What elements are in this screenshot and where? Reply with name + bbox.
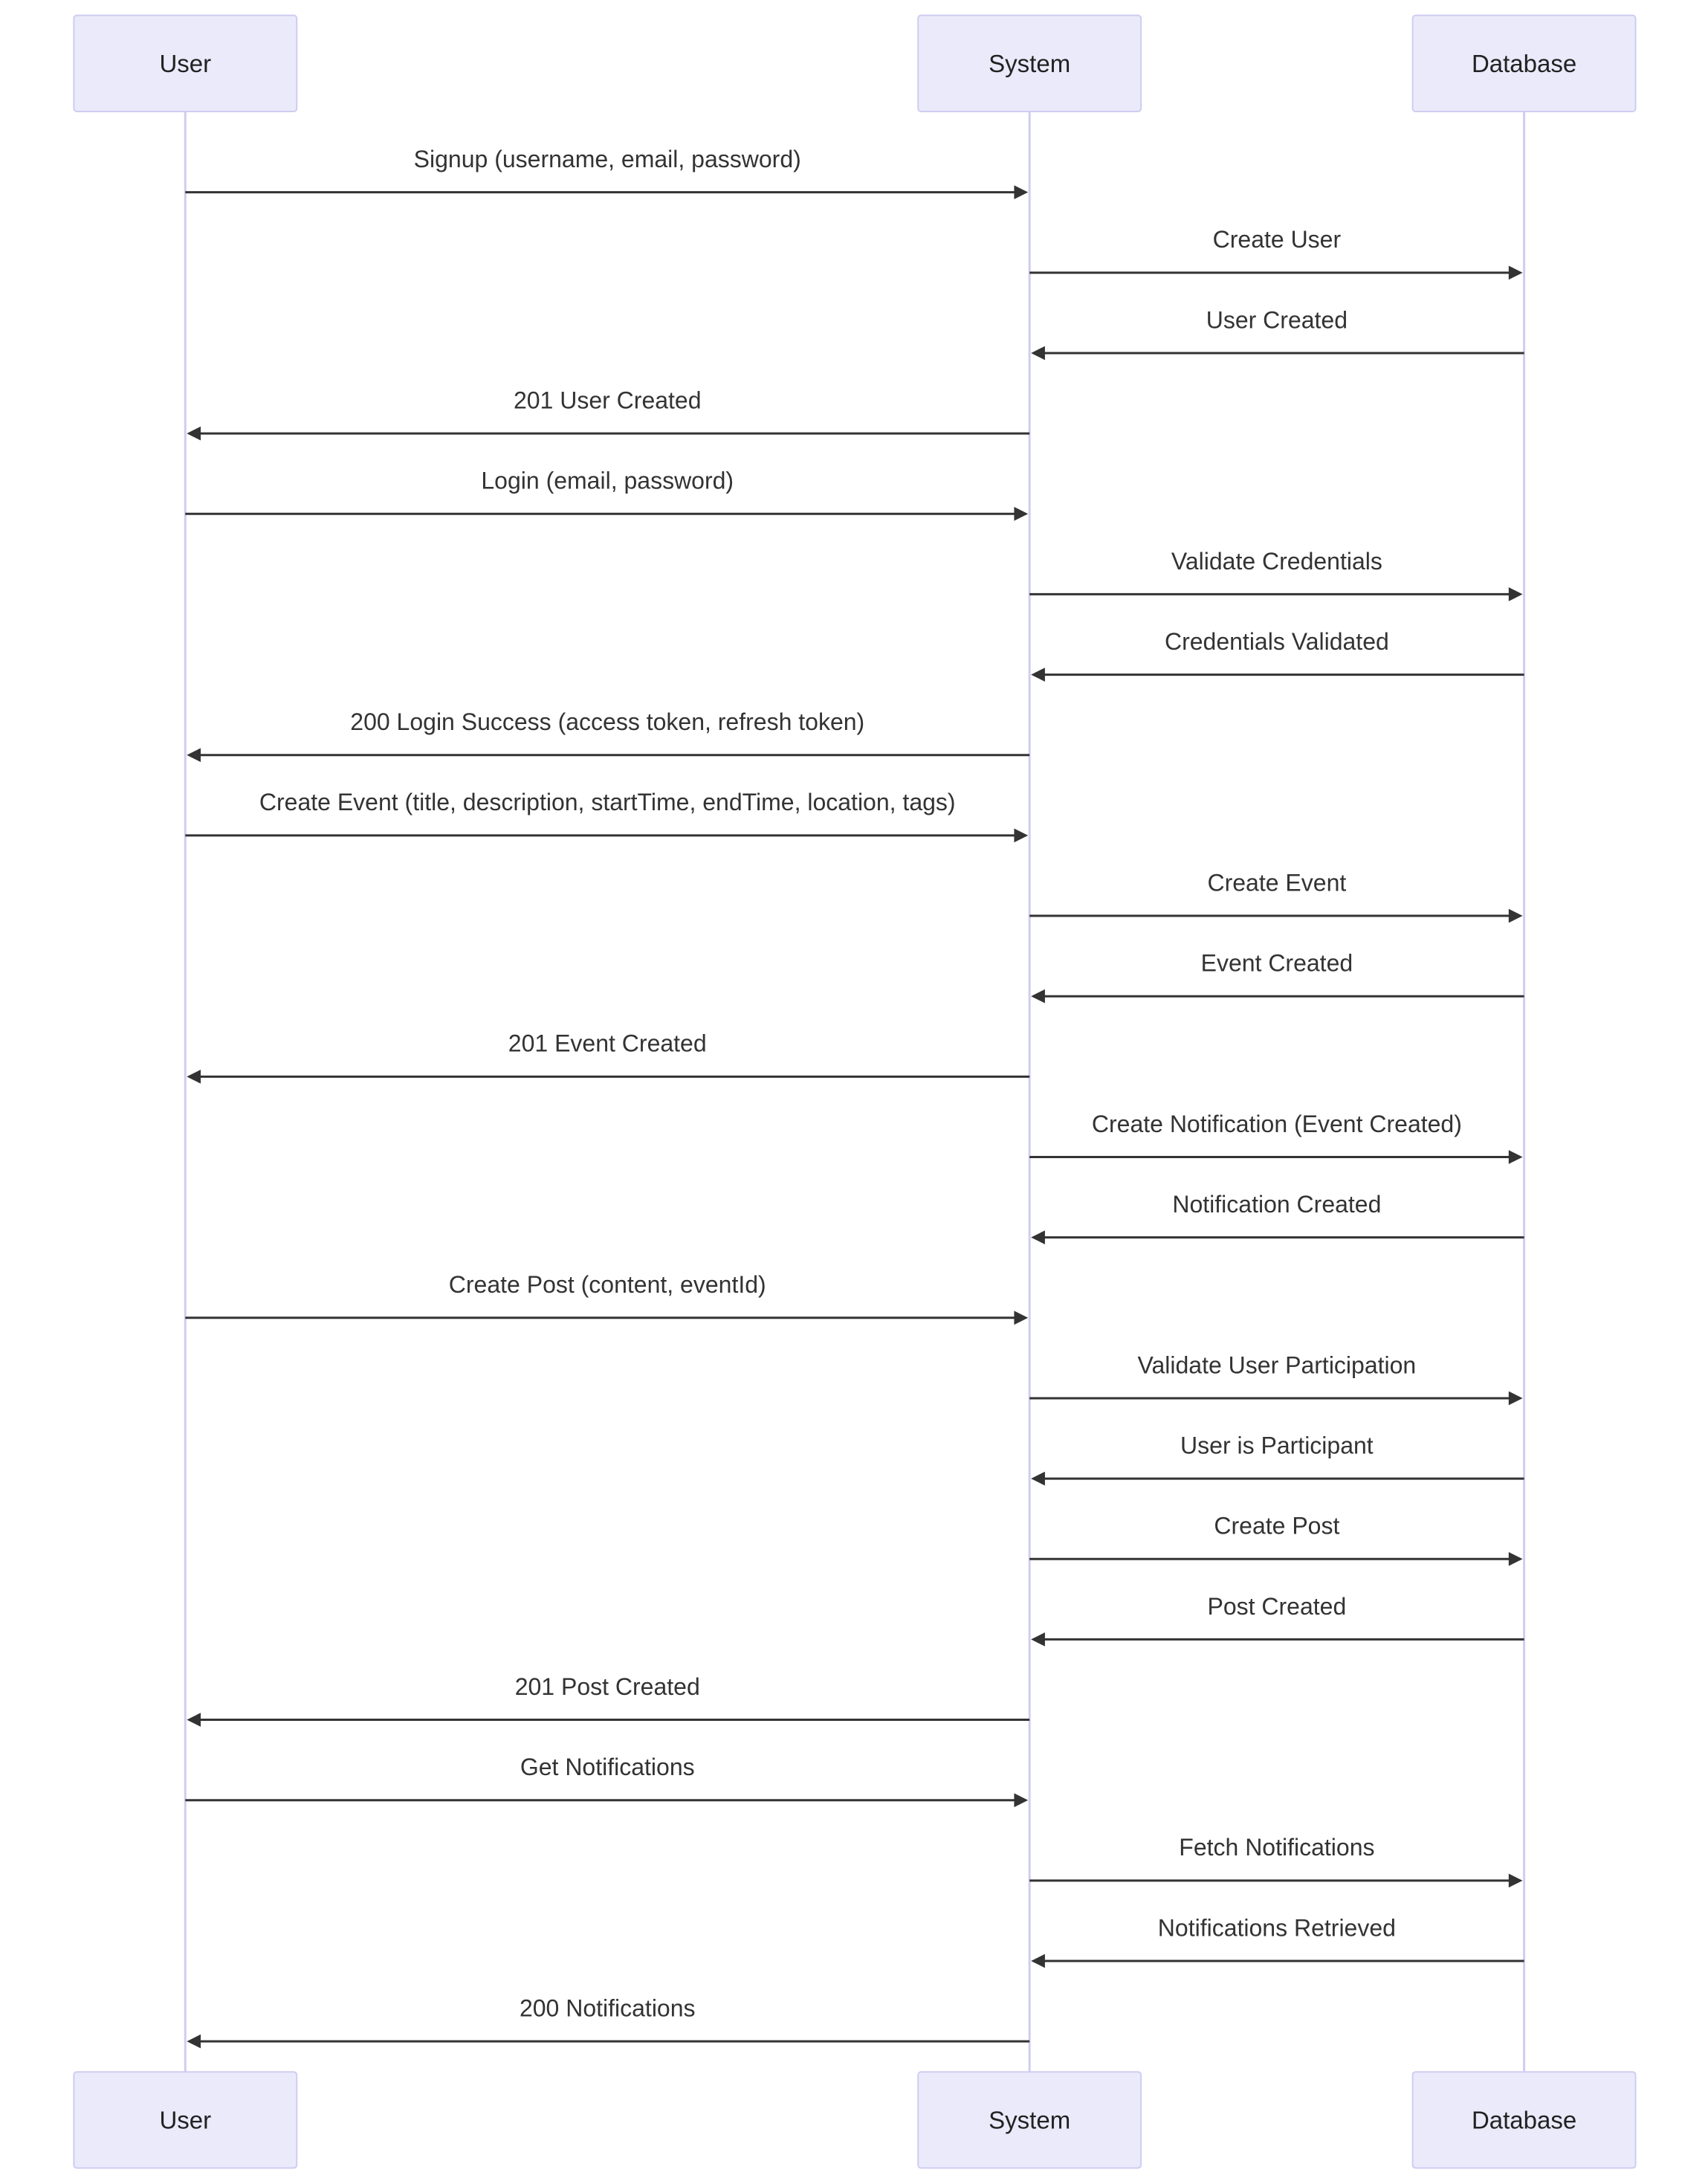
lifelines <box>184 111 1526 2072</box>
message-10: Create Event <box>1029 869 1523 923</box>
message-label: Validate User Participation <box>1138 1351 1417 1378</box>
message-label: Signup (username, email, password) <box>414 146 801 172</box>
actor-system-top: System <box>917 14 1142 112</box>
message-5: Login (email, password) <box>185 468 1029 521</box>
message-12: 201 Event Created <box>187 1030 1030 1084</box>
arrowhead-icon <box>1031 1230 1045 1245</box>
message-label: Notification Created <box>1172 1191 1381 1218</box>
arrowhead-icon <box>1014 1793 1029 1808</box>
message-13: Create Notification (Event Created) <box>1029 1111 1523 1164</box>
actor-label: System <box>989 2106 1070 2133</box>
message-label: User is Participant <box>1180 1432 1374 1458</box>
message-label: Create Event <box>1207 869 1346 896</box>
actor-box <box>73 2071 298 2169</box>
message-label: Login (email, password) <box>481 468 734 494</box>
actor-box <box>73 14 298 112</box>
message-9: Create Event (title, description, startT… <box>185 789 1029 843</box>
messages: Signup (username, email, password) Create… <box>185 146 1524 2049</box>
message-label: 201 Event Created <box>508 1030 707 1057</box>
message-18: Create Post <box>1029 1513 1523 1566</box>
message-15: Create Post (content, eventId) <box>185 1271 1029 1325</box>
arrowhead-icon <box>1031 1632 1045 1647</box>
message-3: User Created <box>1031 306 1524 361</box>
actor-label: User <box>159 2106 211 2133</box>
message-label: Create Notification (Event Created) <box>1092 1111 1462 1137</box>
message-label: Event Created <box>1201 950 1353 977</box>
arrowhead-icon <box>1031 989 1045 1004</box>
message-label: Credentials Validated <box>1165 628 1389 655</box>
message-label: 201 Post Created <box>515 1673 700 1700</box>
arrowhead-icon <box>187 1069 201 1084</box>
message-label: Create Post <box>1214 1513 1339 1539</box>
arrowhead-icon <box>1508 587 1523 601</box>
message-6: Validate Credentials <box>1029 548 1523 601</box>
actor-user-top: User <box>73 14 298 112</box>
actor-box <box>917 2071 1142 2169</box>
message-label: Create Post (content, eventId) <box>449 1271 766 1298</box>
message-19: Post Created <box>1031 1593 1524 1647</box>
message-label: Post Created <box>1207 1593 1346 1620</box>
message-label: 201 User Created <box>514 387 702 413</box>
message-label: 200 Login Success (access token, refresh… <box>350 708 864 735</box>
message-label: 200 Notifications <box>520 1995 696 2022</box>
actor-label: Database <box>1472 50 1576 77</box>
arrowhead-icon <box>187 1713 201 1727</box>
message-14: Notification Created <box>1031 1191 1524 1245</box>
actor-user-bottom: User <box>73 2071 298 2169</box>
arrowhead-icon <box>187 748 201 763</box>
message-label: Create Event (title, description, startT… <box>259 789 956 815</box>
message-label: Notifications Retrieved <box>1158 1914 1396 1941</box>
arrowhead-icon <box>1031 346 1045 361</box>
arrowhead-icon <box>1508 265 1523 280</box>
arrowhead-icon <box>1014 506 1029 521</box>
arrowhead-icon <box>1014 185 1029 200</box>
message-24: 200 Notifications <box>187 1995 1030 2049</box>
actor-label: Database <box>1472 2106 1576 2133</box>
arrowhead-icon <box>1031 668 1045 682</box>
message-label: Validate Credentials <box>1171 548 1382 575</box>
message-label: Get Notifications <box>520 1754 695 1780</box>
arrowhead-icon <box>1014 828 1029 843</box>
arrowhead-icon <box>1014 1311 1029 1325</box>
message-1: Signup (username, email, password) <box>185 146 1029 200</box>
actor-system-bottom: System <box>917 2071 1142 2169</box>
actor-box <box>1411 2071 1637 2169</box>
arrowhead-icon <box>187 426 201 441</box>
message-17: User is Participant <box>1031 1432 1524 1486</box>
arrowhead-icon <box>1031 1954 1045 1968</box>
message-21: Get Notifications <box>185 1754 1029 1808</box>
actor-database-bottom: Database <box>1411 2071 1637 2169</box>
message-4: 201 User Created <box>187 387 1030 441</box>
message-label: Fetch Notifications <box>1179 1834 1374 1861</box>
arrowhead-icon <box>1508 1873 1523 1888</box>
arrowhead-icon <box>1031 1471 1045 1486</box>
message-2: Create User <box>1029 226 1523 280</box>
message-23: Notifications Retrieved <box>1031 1914 1524 1968</box>
message-11: Event Created <box>1031 950 1524 1004</box>
arrowhead-icon <box>1508 1391 1523 1406</box>
arrowhead-icon <box>1508 1150 1523 1164</box>
message-8: 200 Login Success (access token, refresh… <box>187 708 1030 763</box>
message-label: Create User <box>1213 226 1342 253</box>
actor-database-top: Database <box>1411 14 1637 112</box>
message-16: Validate User Participation <box>1029 1351 1523 1406</box>
message-22: Fetch Notifications <box>1029 1834 1523 1888</box>
actor-box <box>1411 14 1637 112</box>
message-label: User Created <box>1206 306 1348 333</box>
message-20: 201 Post Created <box>187 1673 1030 1727</box>
actor-label: User <box>159 50 211 77</box>
actor-label: System <box>989 50 1070 77</box>
message-7: Credentials Validated <box>1031 628 1524 682</box>
arrowhead-icon <box>187 2034 201 2049</box>
arrowhead-icon <box>1508 1551 1523 1566</box>
arrowhead-icon <box>1508 908 1523 923</box>
actor-box <box>917 14 1142 112</box>
